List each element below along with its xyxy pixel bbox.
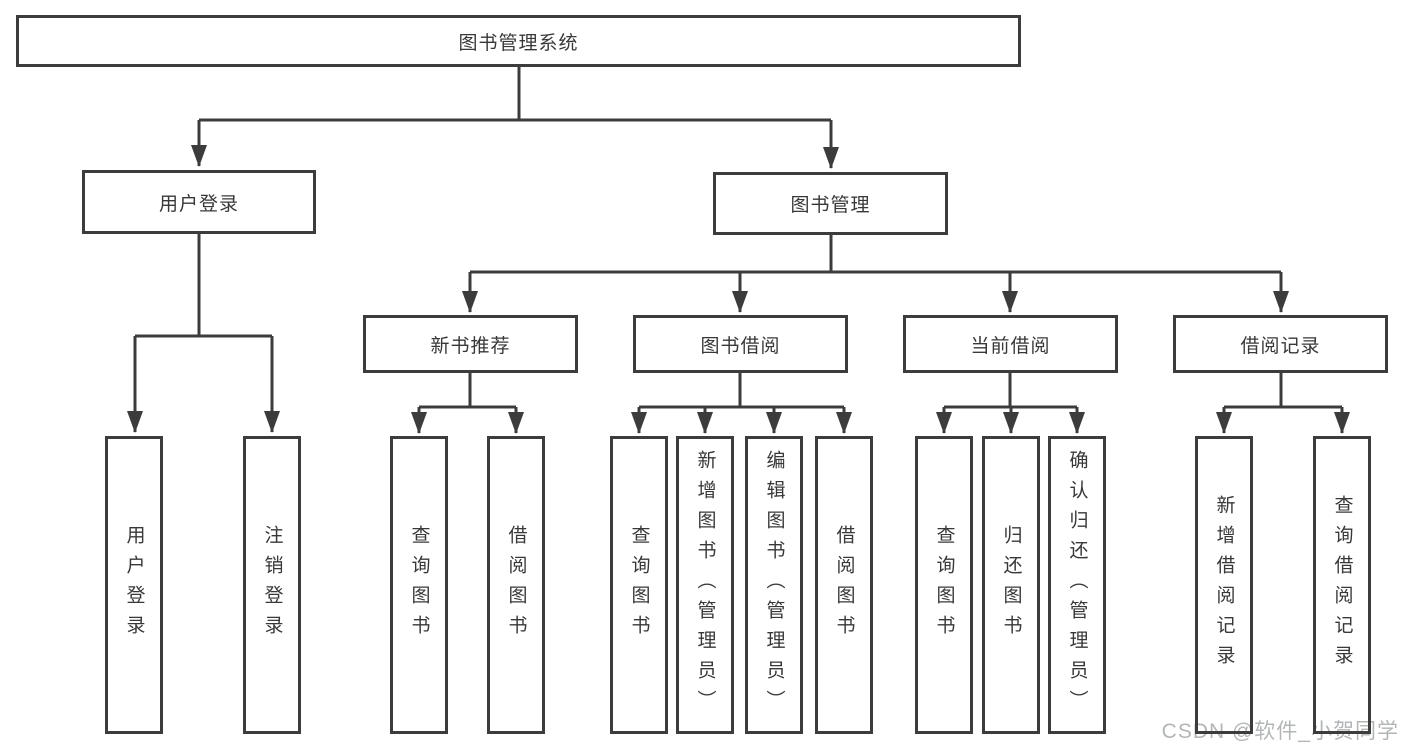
node-current-borrowing: 当前借阅 bbox=[903, 315, 1118, 373]
leaf-label: 确认归还（管理员） bbox=[1066, 450, 1088, 720]
leaf-label: 查询图书 bbox=[628, 525, 650, 645]
leaf-borrow-books-borrowing: 借阅图书 bbox=[815, 436, 873, 734]
leaf-search-books-recommend: 查询图书 bbox=[390, 436, 448, 734]
leaf-label: 编辑图书（管理员） bbox=[763, 450, 785, 720]
leaf-label: 归还图书 bbox=[1000, 525, 1022, 645]
leaf-label: 用户登录 bbox=[123, 525, 145, 645]
leaf-edit-book-admin: 编辑图书（管理员） bbox=[745, 436, 803, 734]
leaf-label: 借阅图书 bbox=[833, 525, 855, 645]
leaf-user-login: 用户登录 bbox=[105, 436, 163, 734]
leaf-label: 新增图书（管理员） bbox=[694, 450, 716, 720]
leaf-label: 借阅图书 bbox=[505, 525, 527, 645]
leaf-label: 注销登录 bbox=[261, 525, 283, 645]
node-book-borrowing: 图书借阅 bbox=[633, 315, 848, 373]
connector-current-borrowing-children bbox=[936, 373, 1085, 434]
csdn-watermark: CSDN @软件_小贺同学 bbox=[1161, 720, 1399, 743]
leaf-add-book-admin: 新增图书（管理员） bbox=[676, 436, 734, 734]
connector-book-borrowing-children bbox=[631, 373, 852, 434]
leaf-label: 查询借阅记录 bbox=[1331, 495, 1353, 675]
node-borrow-records: 借阅记录 bbox=[1173, 315, 1388, 373]
node-book-management: 图书管理 bbox=[713, 172, 948, 235]
node-new-book-recommend: 新书推荐 bbox=[363, 315, 578, 373]
leaf-search-books-borrowing: 查询图书 bbox=[610, 436, 668, 734]
connector-book-management-children bbox=[462, 235, 1289, 313]
leaf-logout: 注销登录 bbox=[243, 436, 301, 734]
node-library-system: 图书管理系统 bbox=[16, 15, 1021, 67]
leaf-borrow-books-recommend: 借阅图书 bbox=[487, 436, 545, 734]
leaf-search-borrow-record: 查询借阅记录 bbox=[1313, 436, 1371, 734]
leaf-label: 查询图书 bbox=[408, 525, 430, 645]
leaf-label: 查询图书 bbox=[933, 525, 955, 645]
leaf-return-book: 归还图书 bbox=[982, 436, 1040, 734]
connector-borrow-records-children bbox=[1216, 373, 1350, 434]
leaf-label: 新增借阅记录 bbox=[1213, 495, 1235, 675]
leaf-add-borrow-record: 新增借阅记录 bbox=[1195, 436, 1253, 734]
connector-root-to-level2 bbox=[191, 67, 839, 169]
node-user-login: 用户登录 bbox=[82, 170, 316, 234]
leaf-confirm-return-admin: 确认归还（管理员） bbox=[1048, 436, 1106, 734]
leaf-search-books-current: 查询图书 bbox=[915, 436, 973, 734]
connector-new-book-children bbox=[411, 373, 524, 434]
connector-user-login-children bbox=[127, 234, 280, 433]
